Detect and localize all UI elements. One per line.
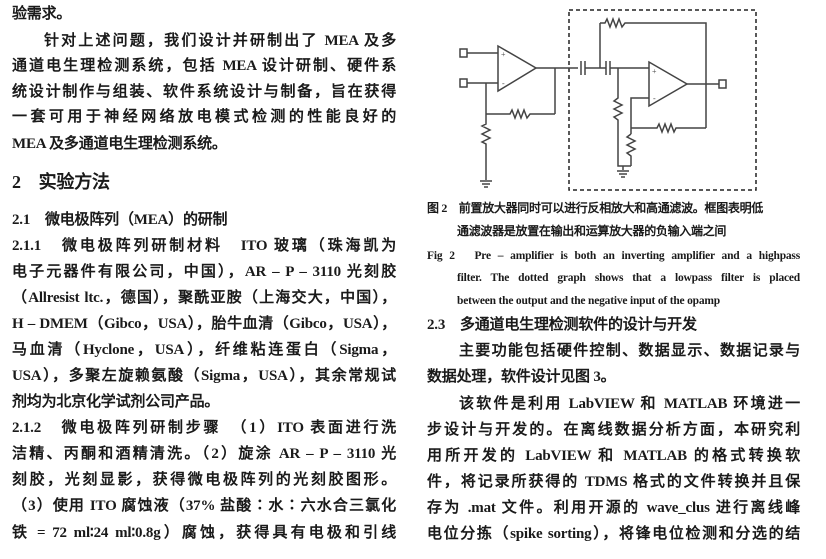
paragraph-line: 马血清（Hyclone，USA），纤维粘连蛋白（Sigma， <box>12 342 396 358</box>
ground-resistor <box>480 120 492 180</box>
lowpass-filter-box <box>568 9 757 191</box>
paragraph-line: 剂均为北京化学试剂公司产品。 <box>12 394 220 410</box>
paragraph-line: 主要功能包括硬件控制、数据显示、数据记录与 <box>459 343 800 359</box>
svg-text:-: - <box>502 79 505 88</box>
paragraph-line: 件，将记录所获得的 TDMS 格式的文件转换并且保 <box>427 474 800 490</box>
paragraph-line: 存为 .mat 文件。利用开源的 wave_clus 进行离线峰 <box>427 500 800 516</box>
paragraph-line: 统设计制作与组装、软件系统设计与制备，旨在获得 <box>12 84 396 100</box>
paragraph-line: H – DMEM（Gibco，USA），胎牛血清（Gibco，USA）， <box>12 316 396 332</box>
paragraph-line: 刻胶，光刻显影，获得微电极阵列的光刻胶图形。 <box>12 472 396 488</box>
svg-text:+: + <box>501 50 506 59</box>
paragraph-line: 洁精、丙酮和酒精清洗。（2）旋涂 AR – P – 3110 光 <box>12 446 396 462</box>
svg-text:+: + <box>652 67 657 76</box>
paragraph-line: 2.1.2 微电极阵列研制步骤 （1）ITO 表面进行洗 <box>12 420 396 436</box>
opamp-2 <box>648 60 689 108</box>
paragraph-line: 电子元器件有限公司，中国），AR – P – 3110 光刻胶 <box>12 264 396 280</box>
circuit-diagram: + - + - <box>459 9 757 191</box>
paragraph-line: 一套可用于神经网络放电模式检测的性能良好的 <box>12 109 396 125</box>
paragraph-line: 步设计与开发的。在离线数据分析方面，本研究利 <box>427 422 800 438</box>
paragraph-line: 数据处理，软件设计见图 3。 <box>427 369 616 385</box>
figure-caption-en: between the output and the negative inpu… <box>457 295 720 307</box>
section-heading: 2 实验方法 <box>12 172 110 192</box>
output-terminal <box>718 79 727 89</box>
paragraph-line: 2.1.1 微电极阵列研制材料 ITO 玻璃（珠海凯为 <box>12 238 396 254</box>
opamp-1 <box>497 44 538 93</box>
input-terminal-plus <box>459 48 468 58</box>
figure-caption-cn: 通滤波器是放置在输出和运算放大器的负输入端之间 <box>457 224 727 238</box>
figure-caption-en: filter. The dotted graph shows that a lo… <box>457 272 800 284</box>
subsection-heading: 2.1 微电极阵列（MEA）的研制 <box>12 212 228 228</box>
paragraph-line: （Allresist ltc.，德国），聚酰亚胺（上海交大，中国）， <box>12 290 396 306</box>
feedback-resistor <box>486 107 555 121</box>
paragraph-line: MEA 及多通道电生理检测系统。 <box>12 136 227 152</box>
figure-caption-cn: 图 2 前置放大器同时可以进行反相放大和高通滤波。框图表明低 <box>427 201 764 215</box>
input-terminal-minus <box>459 78 468 88</box>
paragraph-line: 针对上述问题，我们设计并研制出了 MEA 及多 <box>44 33 396 49</box>
paragraph-line: 电位分拣（spike sorting），将锋电位检测和分选的结 <box>427 526 800 542</box>
svg-text:-: - <box>653 94 656 103</box>
subsection-heading: 2.3 多通道电生理检测软件的设计与开发 <box>427 317 697 333</box>
text-line: 验需求。 <box>12 6 72 22</box>
paragraph-line: 用所开发的 LabVIEW 和 MATLAB 的格式转换软 <box>427 448 800 464</box>
figure-caption-en: Fig 2 Pre – amplifier is both an inverti… <box>427 250 800 262</box>
paragraph-line: USA），多聚左旋赖氨酸（Sigma，USA），其余常规试 <box>12 368 396 384</box>
paragraph-line: 通道电生理检测系统，包括 MEA 设计研制、硬件系 <box>12 58 396 74</box>
paragraph-line: （3）使用 ITO 腐蚀液（37% 盐酸∶水∶六水合三氯化 <box>12 498 396 514</box>
paragraph-line: 该软件是利用 LabVIEW 和 MATLAB 环境进一 <box>459 396 800 412</box>
paragraph-line: 铁 = 72 ml∶24 ml∶0.8g）腐蚀，获得具有电极和引线 <box>12 525 396 541</box>
